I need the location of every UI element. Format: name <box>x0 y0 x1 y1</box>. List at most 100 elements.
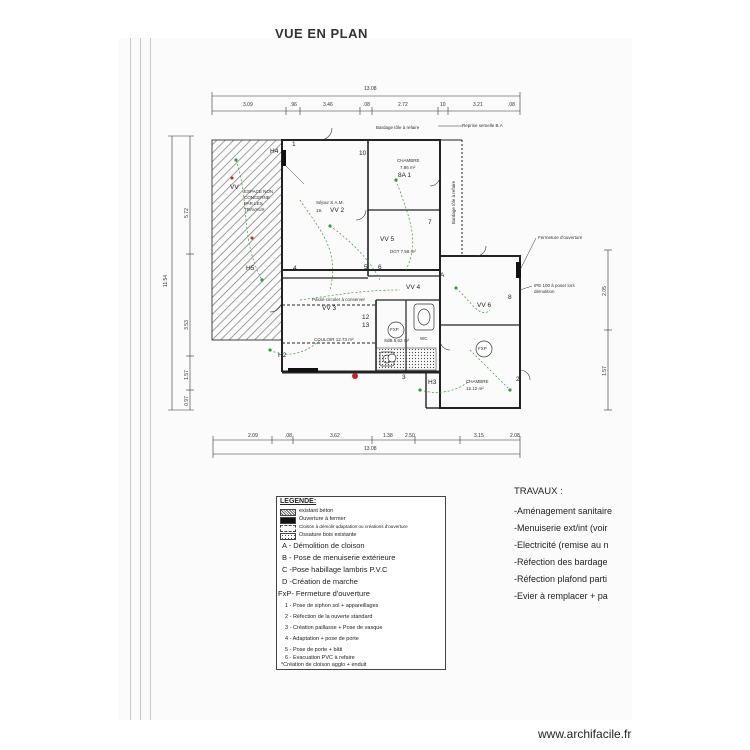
door-swings <box>269 127 531 381</box>
bottom-dimension-lines <box>212 436 521 458</box>
plan-code: 10 <box>359 150 367 157</box>
zone-label: PAR LES <box>244 201 263 206</box>
zone-label: TRAVAUX <box>244 207 265 212</box>
plan-note: démolition <box>534 289 555 294</box>
plumbing-points <box>387 321 493 363</box>
bottom-dimension: 2.08 <box>510 433 520 439</box>
room-code: VV 3 <box>322 305 337 312</box>
room-name: WC <box>420 336 428 341</box>
plan-code: FXP <box>390 327 399 332</box>
plan-code: 2 <box>516 376 520 383</box>
top-dimension: 2.72 <box>398 102 408 108</box>
legend-item: Ouverture à fermer <box>299 516 346 522</box>
legend-item: A - Démolition de cloison <box>282 541 365 550</box>
plan-code: VV 6 <box>477 302 492 309</box>
legend-item: FxP- Fermeture d'ouverture <box>278 589 370 598</box>
top-total-dimension: 13.08 <box>364 86 377 92</box>
bottom-dimension: 3.62 <box>330 433 340 439</box>
legend-item: 2 - Réfection de la ouverte standard <box>285 614 373 620</box>
bottom-dimension: 3.15 <box>474 433 484 439</box>
legend-item: 3 - Création paillasse + Pose de vasque <box>285 625 383 631</box>
fold-line <box>140 38 141 720</box>
legend-item: B - Pose de menuiserie extérieure <box>282 553 396 562</box>
plan-code: 4 <box>293 265 297 272</box>
walls <box>281 139 521 409</box>
plan-note: Bardage tôle à refaire <box>376 125 420 130</box>
room-area: 19. <box>316 208 323 213</box>
works-item: -Menuiserie ext/int (voir <box>514 523 608 533</box>
plan-note: Fermeture d'ouverture <box>538 235 583 240</box>
plan-code: VV 5 <box>380 236 395 243</box>
legend-item: 6 - Evacuation PVC à refaire <box>285 655 355 661</box>
room-name: CHAMBRE <box>466 379 489 384</box>
room-name: Passé circuler à conserver <box>312 297 366 302</box>
electrical-wiring <box>235 159 511 393</box>
top-dimension: 3.21 <box>473 102 483 108</box>
legend-title: LEGENDE: <box>280 498 317 505</box>
left-dimension: 3.53 <box>183 320 190 330</box>
right-dimension: 2.05 <box>601 286 608 296</box>
red-markers <box>230 176 358 379</box>
works-item: -Electricité (remise au n <box>514 540 609 550</box>
bottom-dimension: 1.38 <box>383 433 393 439</box>
top-dimension: 10 <box>440 102 446 108</box>
room-code: VV 2 <box>330 207 345 214</box>
room-name: SdB 5,62 m² <box>384 338 410 343</box>
top-dimension-lines <box>211 92 521 115</box>
left-dimension: 0.97 <box>183 396 190 406</box>
plan-code: VV <box>230 184 239 191</box>
plan-code: 13 <box>362 322 370 329</box>
top-dimension: .96 <box>290 102 297 108</box>
opening-swatch <box>280 517 296 524</box>
plan-code: 7 <box>428 219 432 226</box>
plan-note: Reprise semelle B.A <box>462 123 503 128</box>
existing-concrete-zone <box>211 139 283 341</box>
plan-code: 8 <box>508 294 512 301</box>
wood-frame-zone <box>375 347 437 371</box>
legend-item: Ossature bois existante <box>299 532 357 538</box>
plan-code: H5 <box>246 265 255 272</box>
partition-swatch <box>280 525 296 532</box>
plan-code: H3 <box>428 379 437 386</box>
plan-code: 5 <box>364 264 368 271</box>
plan-code: 6 <box>378 264 382 271</box>
room-area: 12.12 m² <box>466 386 484 391</box>
plan-code: H2 <box>278 352 287 359</box>
left-dimension: 1.57 <box>183 370 190 380</box>
room-name: DGT 7.58 m² <box>390 249 416 254</box>
room-name: Séjour S.A.M. <box>316 200 344 205</box>
bottom-dimension: .08 <box>285 433 292 439</box>
works-title: TRAVAUX : <box>514 486 563 497</box>
wood-swatch <box>280 533 296 540</box>
legend-item: Cloison à démolir adaptation ou création… <box>299 524 408 529</box>
plan-code: FXP <box>478 346 487 351</box>
legend-item: 5 - Pose de porte + bâti <box>285 647 343 653</box>
room-name: CHAMBRE <box>397 158 420 163</box>
room-name: COULOIR 12.73 m² <box>314 337 354 342</box>
bottom-dimension: 2.09 <box>248 433 258 439</box>
sanitary-fixtures <box>379 303 435 367</box>
legend-item: existant béton <box>299 508 334 514</box>
plan-note: Bardage tôle à refaire <box>451 180 457 225</box>
legend-item: 1 - Pose de siphon sol + appareillages <box>285 603 379 609</box>
room-area: 7.86 m² <box>400 165 416 170</box>
page-title: VUE EN PLAN <box>275 26 368 41</box>
plan-code: 12 <box>362 314 370 321</box>
left-dimension: 5.72 <box>183 208 190 218</box>
works-item: -Aménagement sanitaire <box>514 506 613 516</box>
legend-item: C -Pose habillage lambris P.V.C <box>282 565 388 574</box>
bottom-dimension: 2.50 <box>405 433 415 439</box>
top-dimension: 3.46 <box>323 102 333 108</box>
zone-label: ESPACE NON <box>244 189 274 194</box>
zone-label: CONCERNE <box>244 195 270 200</box>
concrete-swatch <box>280 509 296 516</box>
top-dimension: .08 <box>363 102 370 108</box>
right-dimension: 1.57 <box>601 366 608 376</box>
watermark-link[interactable]: www.archifacile.fr <box>538 727 632 741</box>
legend-footnote: *Création de cloison agglo + enduit <box>281 662 367 668</box>
fold-line <box>130 38 131 720</box>
legend-box: LEGENDE: existant béton Ouverture à ferm… <box>276 496 446 670</box>
plan-code: A <box>440 272 445 279</box>
plan-code: H4 <box>270 148 279 155</box>
bottom-total-dimension: 13.08 <box>364 446 377 452</box>
